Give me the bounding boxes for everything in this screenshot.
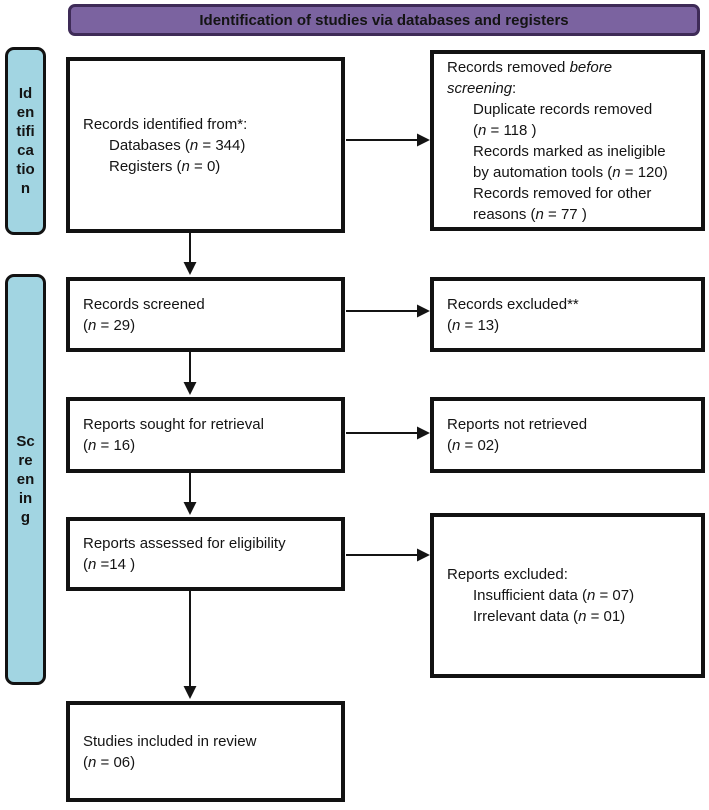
- side-label-screening-text: Screening: [16, 433, 35, 526]
- box-text-line: Reports assessed for eligibility: [83, 535, 286, 552]
- box-text-line: Records marked as ineligible: [473, 142, 666, 160]
- box-text-line: (n = 06): [83, 753, 136, 771]
- box-text-line: screening:: [447, 79, 517, 97]
- header-banner: Identification of studies via databases …: [68, 4, 700, 36]
- box-text-line: Reports excluded:: [447, 566, 568, 583]
- box-text-line: Records excluded**: [447, 295, 579, 313]
- box-text-line: Duplicate records removed: [473, 100, 653, 118]
- box-studies-included: Studies included in review (n = 06): [66, 701, 345, 802]
- box-text-line: Reports not retrieved: [447, 416, 588, 433]
- box-text-line: (n = 118 ): [473, 121, 537, 139]
- box-records-excluded: Records excluded** (n = 13): [430, 277, 705, 352]
- box-text-line: (n = 29): [83, 316, 136, 334]
- box-text-line: Records screened: [83, 295, 205, 313]
- box-text-line: (n = 16): [83, 437, 136, 454]
- side-label-identification-text: Identification: [16, 85, 35, 197]
- box-text-line: by automation tools (n = 120): [473, 163, 668, 181]
- box-text-line: Records removed for other: [473, 184, 652, 202]
- box-reports-assessed: Reports assessed for eligibility (n =14 ): [66, 517, 345, 591]
- box-text-line: Databases (n = 344): [109, 136, 246, 154]
- box-records-identified: Records identified from*: Databases (n = …: [66, 57, 345, 233]
- box-reports-sought: Reports sought for retrieval (n = 16): [66, 397, 345, 473]
- box-text-line: (n = 02): [447, 437, 500, 454]
- box-records-removed: Records removed before screening: Duplicat…: [430, 50, 705, 231]
- box-text-line: Studies included in review: [83, 732, 257, 750]
- side-label-screening: Screening: [5, 274, 46, 685]
- box-text-line: Records removed before: [447, 58, 613, 76]
- box-records-screened: Records screened (n = 29): [66, 277, 345, 352]
- header-title: Identification of studies via databases …: [199, 11, 569, 29]
- box-text-line: Records identified from*:: [83, 115, 248, 133]
- box-text-line: Reports sought for retrieval: [83, 416, 264, 433]
- box-text-line: (n = 13): [447, 316, 500, 334]
- box-text-line: reasons (n = 77 ): [473, 205, 587, 223]
- box-reports-excluded: Reports excluded: Insufficient data (n = …: [430, 513, 705, 678]
- side-label-identification: Identification: [5, 47, 46, 235]
- box-reports-not-retrieved: Reports not retrieved (n = 02): [430, 397, 705, 473]
- box-text-line: (n =14 ): [83, 556, 136, 573]
- box-text-line: Registers (n = 0): [109, 157, 221, 175]
- box-text-line: Irrelevant data (n = 01): [473, 608, 626, 625]
- box-text-line: Insufficient data (n = 07): [473, 587, 635, 604]
